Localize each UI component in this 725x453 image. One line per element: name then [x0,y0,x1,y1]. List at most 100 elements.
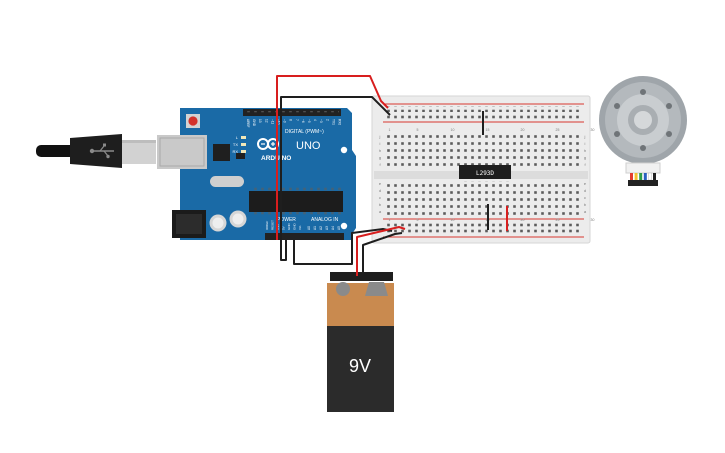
row-label: i [585,141,586,146]
column-number: 10 [451,128,455,132]
wires[interactable] [276,75,508,276]
terminal-strip-bottom [386,181,582,216]
analog-pin-label: A5 [337,226,341,230]
row-label: b [584,202,587,207]
column-number: 1 [389,218,391,222]
digital-pin-label: 7 [295,119,299,121]
usb-plug-icon [89,143,114,159]
dc-power-jack [172,210,206,238]
digital-pin-label: ~5 [307,119,311,123]
digital-pin-label: ~10 [277,119,281,125]
column-number: 25 [556,128,560,132]
l293d-chip[interactable] [459,162,511,182]
power-pin-label: IOREF [265,221,269,230]
led-rx-icon [241,150,246,153]
row-label: e [379,181,382,186]
row-label: h [379,148,381,153]
atmega-microcontroller [249,187,343,216]
column-number: 25 [556,218,560,222]
battery-label: 9V [349,356,371,376]
motor-connector-plug [628,180,658,186]
digital-pin-label: ~9 [283,119,287,123]
battery-9v[interactable]: 9V [327,272,394,412]
motor-wire [648,172,652,181]
led-tx-icon [241,143,246,146]
power-pin-label: GND [287,223,291,231]
analog-header-label: ANALOG IN [311,217,339,223]
motor-wire [643,173,647,180]
led-l-icon [241,136,246,139]
motor-wire [653,173,656,180]
motor-wire [634,173,638,180]
crystal-oscillator [210,176,244,187]
usb-b-jack [157,135,207,169]
row-label: d [379,188,381,193]
digital-pin-label: AREF [246,119,250,128]
motor-wire [630,173,633,180]
wire-black-gnd-top[interactable] [280,96,391,261]
power-header-label: POWER [277,217,296,223]
wire-black-battery[interactable] [362,232,403,276]
row-label: c [584,195,586,200]
digital-pin-label: 4 [313,119,317,121]
usb-cable-strain-relief [36,145,76,157]
digital-pin-label: ~11 [270,119,274,124]
column-number: 30 [591,128,595,132]
column-number: 20 [521,218,525,222]
row-label: j [379,134,381,139]
digital-pin-label: TX1 [331,119,335,125]
column-number: 30 [591,218,595,222]
row-label: g [584,155,586,160]
wire-black-gnd-bottom[interactable] [293,228,393,265]
rx-label: RX [232,149,238,154]
row-label: b [379,202,382,207]
wire-red-5v[interactable] [276,75,389,240]
power-pin-header[interactable] [265,233,313,240]
reset-button-icon[interactable] [186,114,200,128]
digital-pin-label: 2 [325,119,329,121]
digital-pin-label: ~6 [301,119,305,123]
row-label: a [379,209,382,214]
column-number: 20 [521,128,525,132]
tx-label: TX [233,142,238,147]
rail-bottom-holes-a [386,221,582,227]
row-label: e [584,181,587,186]
row-label: a [584,209,587,214]
row-label: i [380,141,381,146]
digital-pin-label: 8 [289,119,293,121]
model-label: UNO [296,140,321,152]
dc-gear-motor-icon[interactable] [599,76,687,186]
row-label: c [379,195,381,200]
analog-pin-header[interactable] [302,233,344,240]
digital-header-label: DIGITAL (PWM~) [285,129,324,135]
motor-connector-wires [630,172,656,181]
usb-plug-metal [122,140,156,164]
mounting-hole [340,146,348,154]
row-label: j [584,134,586,139]
rail-top-holes-a [386,106,582,112]
analog-pin-label: A3 [325,226,329,230]
wire-red-battery[interactable] [356,226,406,276]
usb-cable[interactable] [36,134,156,168]
digital-pin-label: 13 [258,119,262,123]
row-label: f [584,162,586,167]
row-label: f [379,162,381,167]
digital-pin-label: ~3 [319,119,323,123]
motor-wire [639,173,643,180]
power-pin-label: 5V [282,226,286,230]
battery-terminal-positive [365,282,388,296]
battery-body [327,326,394,412]
small-ic [236,153,245,159]
column-number: 1 [389,128,391,132]
row-label: h [584,148,586,153]
power-pin-label: Vin [298,225,302,230]
digital-pin-label: 12 [264,119,268,123]
digital-pin-header[interactable] [243,109,341,116]
row-label: d [584,188,586,193]
analog-pin-label: A1 [313,226,317,230]
